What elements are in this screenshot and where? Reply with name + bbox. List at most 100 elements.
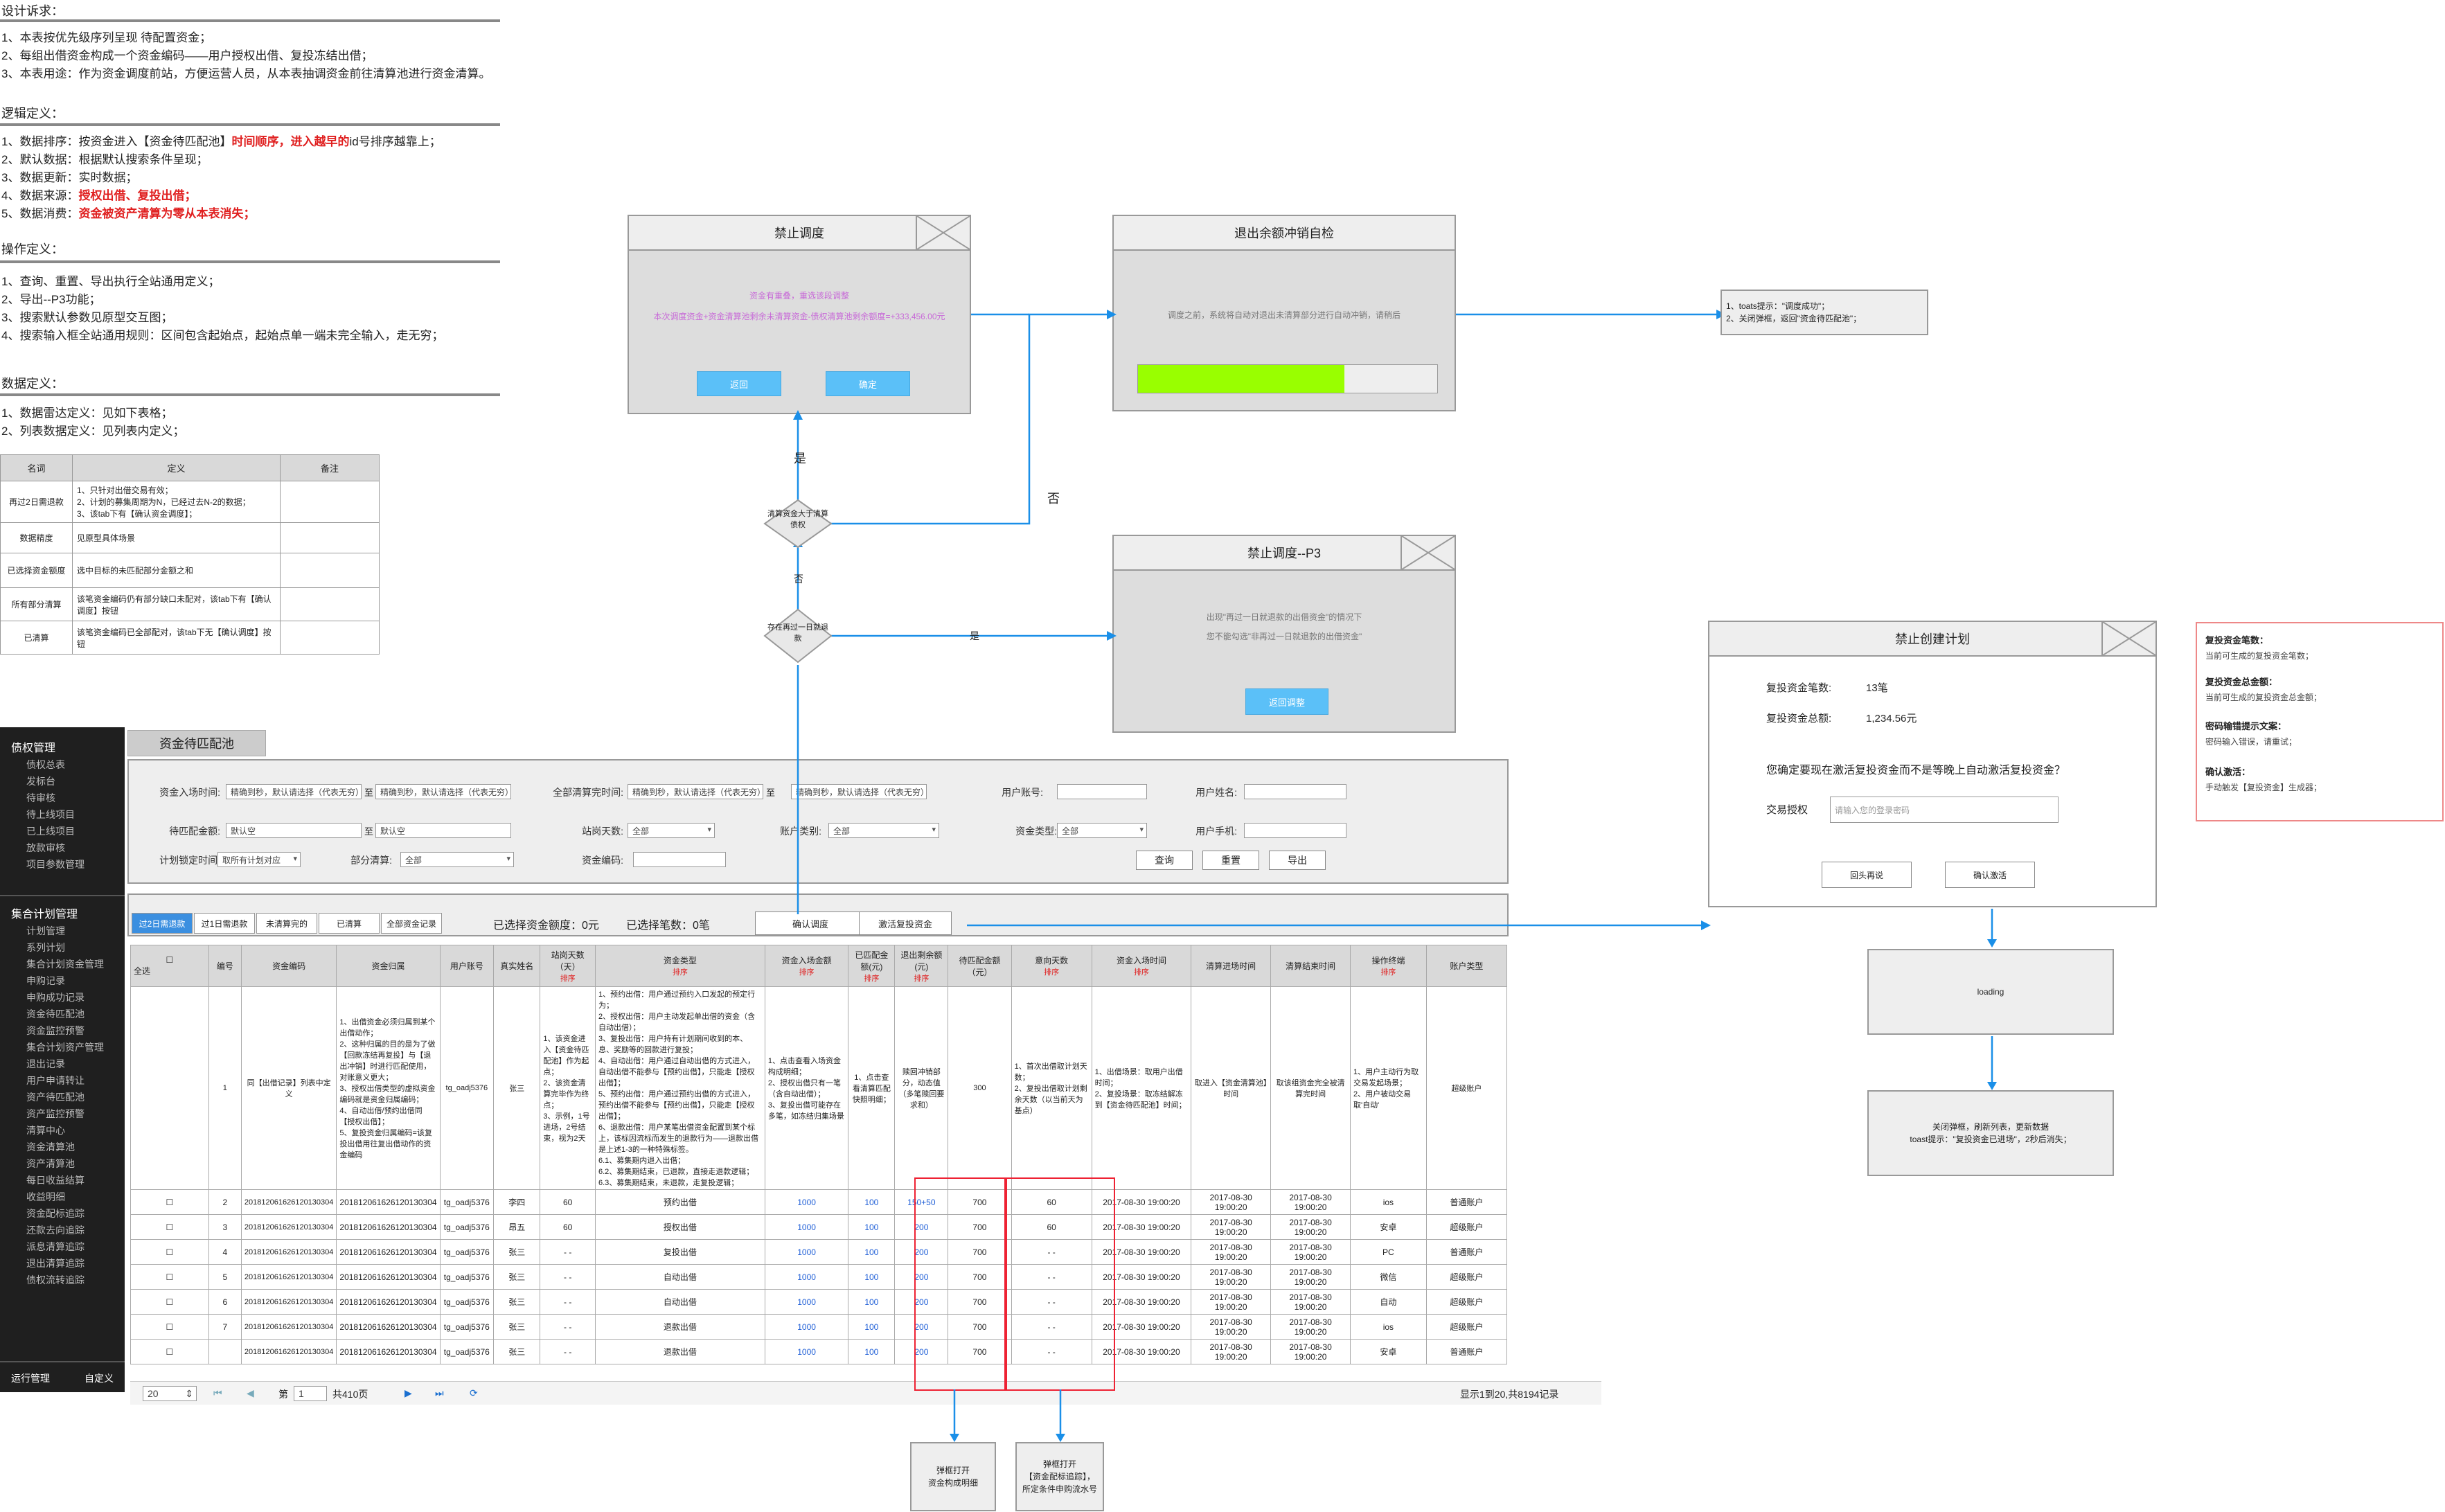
sidebar-item[interactable]: 待审核: [26, 792, 55, 803]
sidebar-group-debt[interactable]: 债权管理: [11, 742, 56, 754]
confirm-dispatch-button[interactable]: 确认调度: [755, 911, 866, 935]
sidebar-item[interactable]: 集合计划资金管理: [26, 959, 104, 970]
column-header[interactable]: 操作终端排序: [1350, 945, 1427, 987]
next-page-icon[interactable]: ▶: [404, 1387, 412, 1398]
column-header[interactable]: 意向天数排序: [1011, 945, 1092, 987]
activate-reinvest-button[interactable]: 激活复投资金: [859, 911, 952, 935]
page-size-select[interactable]: 20⇕: [143, 1386, 197, 1401]
query-button[interactable]: 查询: [1136, 851, 1193, 870]
ok-button[interactable]: 确定: [826, 371, 910, 396]
password-input[interactable]: 请输入您的登录密码: [1830, 797, 2059, 823]
pending-from[interactable]: 默认空: [226, 823, 362, 838]
sort-label[interactable]: 排序: [864, 974, 880, 983]
column-header[interactable]: 账户类型: [1425, 945, 1508, 987]
reset-button[interactable]: 重置: [1202, 851, 1259, 870]
sort-label[interactable]: 排序: [672, 968, 688, 977]
refresh-icon[interactable]: ⟳: [470, 1387, 478, 1398]
column-header[interactable]: ☐ 全选: [130, 945, 209, 987]
sidebar-item[interactable]: 申购记录: [26, 975, 65, 986]
column-header[interactable]: 退出剩余额(元)排序: [894, 945, 949, 987]
sidebar-item[interactable]: 资金待匹配池: [26, 1008, 85, 1020]
sidebar-item[interactable]: 收益明细: [26, 1191, 65, 1202]
sort-label[interactable]: 排序: [1380, 968, 1396, 977]
sidebar-item[interactable]: 债权总表: [26, 759, 65, 770]
sidebar-item[interactable]: 发标台: [26, 776, 55, 787]
tab-2day[interactable]: 过2日需退款: [132, 913, 193, 934]
sort-label[interactable]: 排序: [1044, 968, 1060, 977]
column-header[interactable]: 编号: [208, 945, 242, 987]
partial-select[interactable]: 全部: [400, 852, 514, 867]
cell-matched[interactable]: 100: [848, 1314, 896, 1340]
sidebar-item[interactable]: 放款审核: [26, 842, 65, 853]
sidebar-item[interactable]: 已上线项目: [26, 826, 75, 837]
sidebar-item[interactable]: 计划管理: [26, 925, 65, 936]
sidebar-footer-custom[interactable]: 自定义: [85, 1373, 114, 1384]
sidebar-item[interactable]: 每日收益结算: [26, 1175, 85, 1186]
cell-enter[interactable]: 1000: [764, 1289, 849, 1315]
row-checkbox[interactable]: ☐: [130, 1189, 209, 1215]
export-button[interactable]: 导出: [1269, 851, 1326, 870]
back-button[interactable]: 返回: [697, 371, 781, 396]
sidebar-item[interactable]: 资产待匹配池: [26, 1092, 85, 1103]
sidebar-item[interactable]: 用户申请转让: [26, 1075, 85, 1086]
clear-time-to[interactable]: 精确到秒，默认请选择（代表无穷）: [791, 784, 929, 799]
sidebar-item[interactable]: 系列计划: [26, 942, 65, 953]
sidebar-group-plan[interactable]: 集合计划管理: [11, 909, 78, 920]
cell-matched[interactable]: 100: [848, 1239, 896, 1265]
cell-enter[interactable]: 1000: [764, 1189, 849, 1215]
fund-type-select[interactable]: 全部: [1057, 823, 1147, 838]
sidebar-item[interactable]: 退出记录: [26, 1058, 65, 1069]
close-icon[interactable]: [916, 215, 970, 250]
tab-1day[interactable]: 过1日需退款: [194, 913, 255, 934]
tab-all[interactable]: 全部资金记录: [381, 913, 442, 934]
column-header[interactable]: 用户账号: [439, 945, 495, 987]
phone-input[interactable]: [1244, 823, 1346, 838]
days-select[interactable]: 全部: [628, 823, 715, 838]
row-checkbox[interactable]: ☐: [130, 1239, 209, 1265]
row-checkbox[interactable]: ☐: [130, 1339, 209, 1364]
row-checkbox[interactable]: ☐: [130, 1289, 209, 1315]
close-icon[interactable]: [1401, 535, 1455, 570]
code-input[interactable]: [633, 852, 726, 867]
cell-enter[interactable]: 1000: [764, 1339, 849, 1364]
acct-type-select[interactable]: 全部: [828, 823, 939, 838]
cell-matched[interactable]: 100: [848, 1289, 896, 1315]
page-input[interactable]: 1: [294, 1386, 327, 1401]
column-header[interactable]: 资金入场时间排序: [1091, 945, 1192, 987]
column-header[interactable]: 待匹配金额（元）: [948, 945, 1012, 987]
sidebar-item[interactable]: 退出清算追踪: [26, 1258, 85, 1269]
cell-enter[interactable]: 1000: [764, 1214, 849, 1240]
sidebar-item[interactable]: 资金配标追踪: [26, 1208, 85, 1219]
sort-label[interactable]: 排序: [1133, 968, 1149, 977]
sidebar-item[interactable]: 申购成功记录: [26, 992, 85, 1003]
last-page-icon[interactable]: ⏭: [435, 1387, 444, 1398]
enter-time-to[interactable]: 精确到秒，默认请选择（代表无穷）: [375, 784, 513, 799]
sidebar-item[interactable]: 资金监控预警: [26, 1025, 85, 1036]
column-header[interactable]: 资金编码: [240, 945, 337, 987]
pending-to[interactable]: 默认空: [375, 823, 511, 838]
column-header[interactable]: 资金归属: [336, 945, 441, 987]
cell-enter[interactable]: 1000: [764, 1264, 849, 1290]
confirm-activate-button[interactable]: 确认激活: [1945, 862, 2035, 888]
enter-time-from[interactable]: 精确到秒，默认请选择（代表无穷）: [226, 784, 364, 799]
sidebar-item[interactable]: 项目参数管理: [26, 859, 85, 870]
column-header[interactable]: 已匹配金额(元)排序: [848, 945, 896, 987]
sort-label[interactable]: 排序: [560, 974, 576, 983]
cell-matched[interactable]: 100: [848, 1189, 896, 1215]
user-account-input[interactable]: [1057, 784, 1147, 799]
tab-unclear[interactable]: 未清算完的: [256, 913, 317, 934]
sidebar-item[interactable]: 资产监控预警: [26, 1108, 85, 1119]
back-adjust-button[interactable]: 返回调整: [1245, 688, 1328, 715]
lock-select[interactable]: 取所有计划对应: [217, 852, 301, 867]
later-button[interactable]: 回头再说: [1822, 862, 1912, 888]
sort-label[interactable]: 排序: [799, 968, 815, 977]
first-page-icon[interactable]: ⏮: [213, 1387, 222, 1398]
user-name-input[interactable]: [1244, 784, 1346, 799]
sidebar-footer-ops[interactable]: 运行管理: [11, 1373, 50, 1384]
prev-page-icon[interactable]: ◀: [247, 1387, 254, 1398]
